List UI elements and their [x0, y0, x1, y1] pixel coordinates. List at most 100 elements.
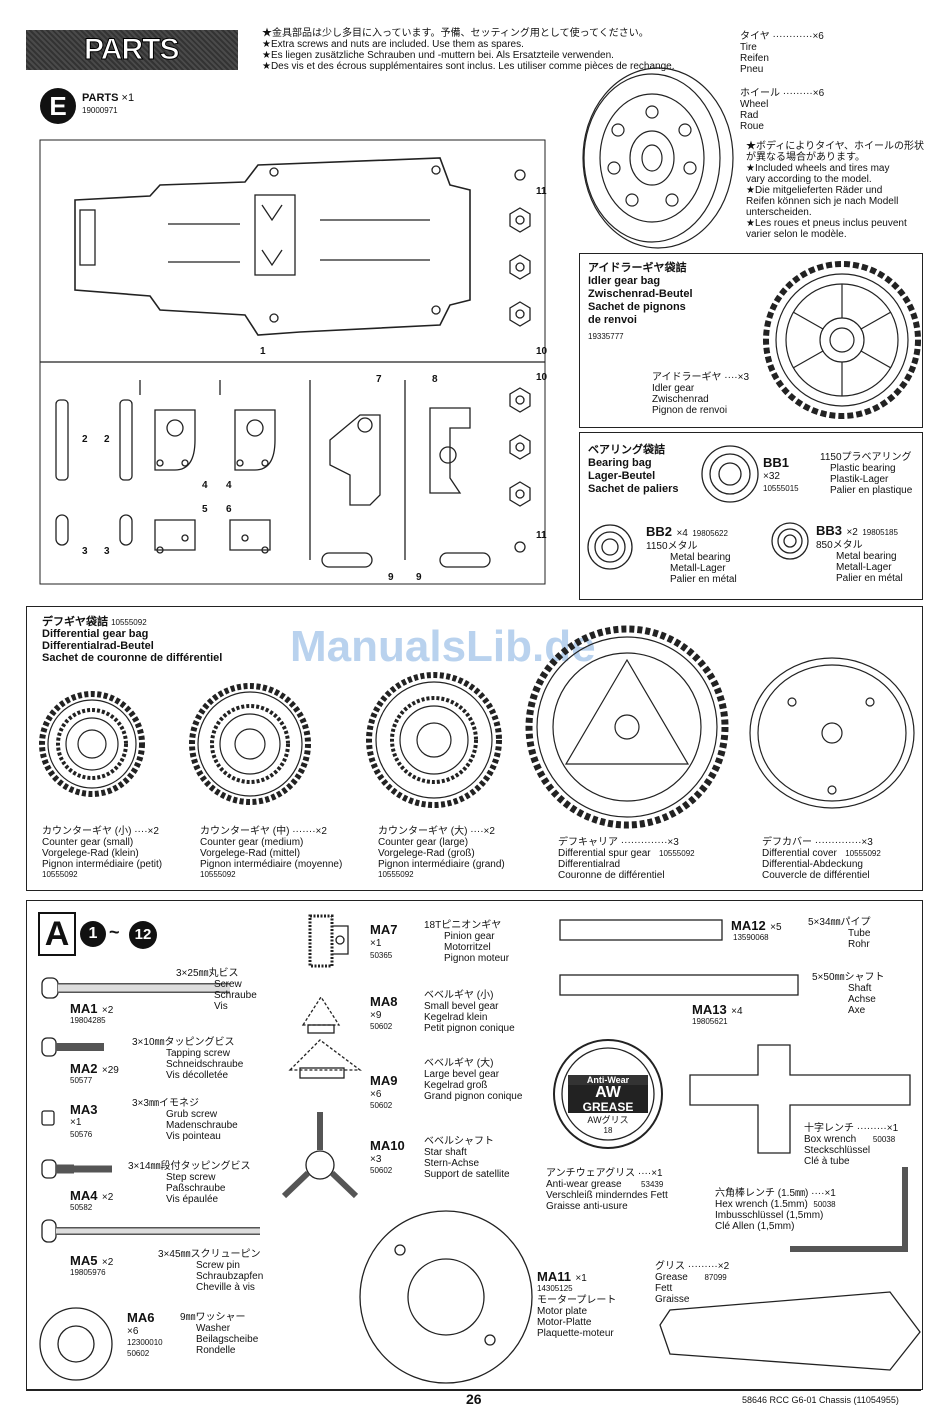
- part-line-en: Hex wrench (1.5mm): [715, 1199, 808, 1210]
- sprue-num: 2: [82, 434, 88, 445]
- bb2-qty: ×4: [676, 528, 688, 539]
- note-line: ★Es liegen zusätzliche Schrauben und -mu…: [262, 50, 614, 61]
- part-line: Tube: [848, 928, 871, 939]
- watermark: ManualsLib.de: [290, 622, 596, 671]
- part-line: Vis épaulée: [166, 1194, 219, 1205]
- bag-line: ベアリング袋詰: [588, 444, 665, 456]
- bb2-code: 19805622: [692, 529, 728, 538]
- footer-ref: 58646 RCC G6-01 Chassis (11054955): [742, 1395, 899, 1405]
- ma13-desc: 5×50㎜シャフト Shaft Achse Axe: [812, 972, 885, 1016]
- ma8-code: 50602: [370, 1022, 393, 1031]
- part-line: ベベルシャフト: [424, 1136, 494, 1147]
- part-line: Pignon intermédiaire (petit): [42, 859, 163, 870]
- sprue-num: 9: [388, 572, 394, 583]
- tire-line: Reifen: [740, 53, 769, 64]
- part-line: Support de satellite: [424, 1169, 510, 1180]
- bb2-label: 1150メタル Metal bearing Metall-Lager Palie…: [646, 541, 737, 585]
- tire-label: タイヤ ············×6 Tire Reifen Pneu: [740, 31, 824, 75]
- part-line-en: Anti-wear grease: [546, 1179, 622, 1190]
- part-line: Pignon de renvoi: [652, 405, 728, 416]
- ma8-desc: ベベルギヤ (小) Small bevel gear Kegelrad klei…: [424, 990, 515, 1034]
- ma7-id: MA7: [370, 922, 398, 937]
- note-line: ★金具部品は少し多目に入っています。予備、セッティング用として使ってください。: [262, 28, 649, 39]
- part-line: Axe: [848, 1005, 866, 1016]
- header-notes: ★金具部品は少し多目に入っています。予備、セッティング用として使ってください。 …: [262, 28, 722, 72]
- ma10-desc: ベベルシャフト Star shaft Stern-Achse Support d…: [424, 1136, 510, 1180]
- part-code: 53439: [641, 1180, 664, 1189]
- sprue-num: 5: [202, 504, 208, 515]
- bb2-header: BB2 ×4 19805622: [646, 523, 728, 541]
- part-id: MA2: [70, 1061, 98, 1076]
- ma6-id: MA6: [127, 1310, 155, 1325]
- ma12-id: MA12 ×5: [731, 917, 782, 935]
- part-line: 3×14㎜段付タッピングビス: [128, 1161, 251, 1172]
- note-line: vary according to the model.: [746, 174, 872, 185]
- sprue-num: 7: [376, 374, 382, 385]
- part-line: Idler gear: [652, 383, 695, 394]
- ma13-code: 19805621: [692, 1017, 728, 1026]
- part-line: 3×3㎜イモネジ: [132, 1098, 199, 1109]
- diff-item-large: カウンターギヤ (大) ····×2 Counter gear (large) …: [378, 826, 505, 879]
- part-line: Graisse: [655, 1294, 690, 1305]
- part-line: Schneidschraube: [166, 1059, 244, 1070]
- step-sep: ~: [109, 922, 120, 942]
- step-from-badge: 1: [80, 921, 106, 947]
- wheel-note: ★ボディによりタイヤ、ホイールの形状 が異なる場合があります。 ★Include…: [746, 141, 924, 240]
- part-id: MA5: [70, 1253, 98, 1268]
- idler-gear-bag-box: [579, 253, 923, 428]
- diff-item-medium: カウンターギヤ (中) ·······×2 Counter gear (medi…: [200, 826, 342, 879]
- part-line: Motorritzel: [444, 942, 491, 953]
- part-line: 3×10㎜タッピングビス: [132, 1037, 235, 1048]
- ma11-code: 14305125: [537, 1284, 573, 1293]
- ma11-id: MA11 ×1: [537, 1268, 587, 1286]
- part-line: Rondelle: [196, 1345, 236, 1356]
- bag-line: アイドラーギヤ袋詰: [588, 262, 687, 274]
- part-code: 50038: [813, 1200, 836, 1209]
- part-line: Vis pointeau: [166, 1131, 221, 1142]
- note-line: varier selon le modèle.: [746, 229, 847, 240]
- bag-a-box: [26, 900, 923, 1390]
- part-line: Schraube: [214, 990, 257, 1001]
- part-line: Metall-Lager: [670, 563, 726, 574]
- ma3-id: MA3: [70, 1102, 98, 1117]
- bb3-label: 850メタル Metal bearing Metall-Lager Palier…: [816, 540, 903, 584]
- ma6-code2: 50602: [127, 1349, 150, 1358]
- part-line: 3×45㎜スクリューピン: [158, 1249, 261, 1260]
- note-line: unterscheiden.: [746, 207, 812, 218]
- part-line: デフカバー ··············×3: [762, 837, 873, 848]
- part-code: 87099: [704, 1273, 727, 1282]
- part-line: Clé Allen (1,5mm): [715, 1221, 795, 1232]
- part-line: Washer: [196, 1323, 231, 1334]
- bb1-label: 1150プラベアリング Plastic bearing Plastik-Lage…: [820, 452, 912, 496]
- jar-top: Anti-Wear: [568, 1075, 648, 1085]
- part-line: Motor-Platte: [537, 1317, 592, 1328]
- part-line: Palier en métal: [670, 574, 737, 585]
- part-line: 850メタル: [816, 540, 863, 551]
- part-id: MA4: [70, 1188, 98, 1203]
- note-line: ★Des vis et des écrous supplémentaires s…: [262, 61, 675, 72]
- part-line: Metall-Lager: [836, 562, 892, 573]
- part-line: Motor plate: [537, 1306, 588, 1317]
- part-id: MA11: [537, 1269, 571, 1284]
- jar-jp: AWグリス: [587, 1115, 629, 1125]
- sprue-num: 11: [536, 186, 547, 197]
- part-line: Step screw: [166, 1172, 216, 1183]
- note-line: ★Extra screws and nuts are included. Use…: [262, 39, 524, 50]
- part-id: MA13: [692, 1002, 727, 1017]
- part-line: カウンターギヤ (大) ····×2: [378, 826, 495, 837]
- sprue-qty: ×1: [121, 92, 135, 104]
- part-line: Graisse anti-usure: [546, 1201, 628, 1212]
- parts-title-bar: PARTS: [26, 30, 238, 70]
- page-title: PARTS: [83, 33, 179, 67]
- ma9-qty: ×6: [370, 1089, 382, 1100]
- sprue-num: 8: [432, 374, 438, 385]
- part-line: Vis décolletée: [166, 1070, 229, 1081]
- part-line: グリス ·········×2: [655, 1261, 730, 1272]
- sprue-e-badge: E: [40, 88, 76, 124]
- ma6-qty: ×6: [127, 1326, 139, 1337]
- bb1-id: BB1: [763, 455, 790, 470]
- bag-line: Idler gear bag: [588, 275, 661, 287]
- part-line: アイドラーギヤ ····×3: [652, 372, 749, 383]
- note-line: Reifen können sich je nach Modell: [746, 196, 899, 207]
